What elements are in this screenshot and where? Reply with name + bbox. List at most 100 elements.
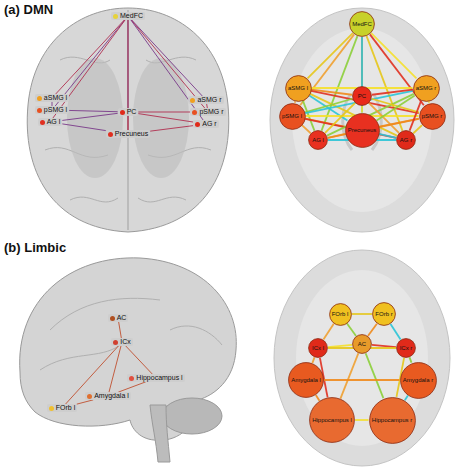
region-name: Amygdala l xyxy=(291,377,321,384)
region-name: AG l xyxy=(47,118,61,126)
brain-3d-sagittal xyxy=(20,258,237,462)
region-label: PC xyxy=(118,108,139,116)
region-circle: MedFC xyxy=(349,11,375,37)
circle-fill xyxy=(285,75,311,101)
connection-line xyxy=(355,419,369,421)
region-label: MedFC xyxy=(111,12,145,20)
connection-line xyxy=(366,353,384,398)
connection-line xyxy=(428,101,430,103)
connection-line xyxy=(372,99,419,113)
region-label: pSMG l xyxy=(35,106,69,114)
region-name: AG l xyxy=(312,137,324,144)
node-dot xyxy=(49,406,54,411)
connection-line xyxy=(62,113,117,120)
connection-line xyxy=(372,345,396,347)
region-name: pSMG l xyxy=(44,106,67,114)
circle-fill xyxy=(279,103,305,129)
circle-fill xyxy=(350,12,375,37)
node-dot xyxy=(40,120,45,125)
region-name: MedFC xyxy=(352,21,372,28)
region-name: AC xyxy=(358,341,366,348)
gyri xyxy=(40,298,222,370)
circle-fill xyxy=(419,103,445,129)
region-circle: AC xyxy=(352,334,372,354)
node-dot xyxy=(120,110,125,115)
brain-2d-axial xyxy=(274,250,450,466)
connection-line xyxy=(294,101,296,103)
region-label: AG l xyxy=(38,118,63,126)
brain-inner xyxy=(296,270,428,446)
connection-line xyxy=(323,324,333,340)
region-circle: Hippocampus r xyxy=(369,397,416,444)
region-name: AG r xyxy=(400,137,412,144)
connection-line xyxy=(132,20,203,96)
region-name: Amygdala l xyxy=(94,392,129,400)
region-name: MedFC xyxy=(120,12,143,20)
node-dot xyxy=(113,340,118,345)
region-name: aSMG r xyxy=(416,85,437,92)
connection-line xyxy=(119,322,122,338)
panel-label: (b) Limbic xyxy=(4,240,66,255)
panel-label: (a) DMN xyxy=(4,2,53,17)
node-dot xyxy=(37,96,42,101)
connection-line xyxy=(371,33,416,78)
connection-line xyxy=(372,90,413,95)
region-circle: aSMG r xyxy=(413,75,440,102)
region-name: pSMG l xyxy=(282,113,302,120)
connection-line xyxy=(308,33,353,78)
circle-fill xyxy=(373,303,396,326)
region-label: ICx xyxy=(111,338,133,346)
region-name: pSMG r xyxy=(199,108,223,116)
region-circle: ICx r xyxy=(396,338,416,358)
region-name: Precuneus xyxy=(115,130,148,138)
brain-outline xyxy=(27,8,229,232)
region-label: Amygdala l xyxy=(85,392,131,400)
connection-line xyxy=(377,95,415,120)
connection-line xyxy=(410,357,412,362)
brain-inner xyxy=(292,28,432,212)
connection-line xyxy=(405,396,408,401)
brain-outline xyxy=(274,250,450,466)
region-label: AG r xyxy=(193,120,218,128)
connection-line xyxy=(391,324,401,340)
connection-line xyxy=(316,395,320,401)
brain-outline xyxy=(270,8,454,232)
node-dot xyxy=(192,110,197,115)
circle-fill xyxy=(397,339,416,358)
circle-fill xyxy=(369,397,415,443)
region-name: Hippocampus r xyxy=(372,417,412,424)
region-name: Precuneus xyxy=(348,127,377,134)
hemisphere-shade xyxy=(67,58,123,178)
circle-fill xyxy=(289,363,324,398)
connection-line xyxy=(379,134,396,138)
connection-line xyxy=(328,345,352,347)
circle-fill xyxy=(413,75,439,101)
region-name: PC xyxy=(358,93,366,100)
region-circle: FOrb r xyxy=(372,302,396,326)
region-name: aSMG r xyxy=(197,96,221,104)
connection-line xyxy=(62,124,105,131)
connection-line xyxy=(361,106,363,113)
region-circle: AG r xyxy=(396,130,416,150)
circle-fill xyxy=(345,113,379,147)
connection-line xyxy=(138,114,193,122)
region-label: aSMG l xyxy=(35,94,69,102)
connection-line xyxy=(312,357,314,363)
connection-line xyxy=(347,323,356,336)
region-name: Hippocampus l xyxy=(136,374,182,382)
region-label: Precuneus xyxy=(106,130,150,138)
region-name: AC xyxy=(117,314,127,322)
cerebellum xyxy=(162,398,222,434)
region-name: FOrb l xyxy=(56,404,75,412)
region-name: Hippocampus l xyxy=(312,417,352,424)
region-circle: pSMG r xyxy=(419,103,446,130)
circle-fill xyxy=(397,131,416,150)
connection-line xyxy=(77,400,94,404)
region-label: aSMG r xyxy=(188,96,223,104)
region-circle: FOrb l xyxy=(329,303,352,326)
region-name: ICx r xyxy=(400,345,413,352)
circle-fill xyxy=(353,87,372,106)
region-name: Amygdala r xyxy=(403,377,433,384)
region-circle: AG l xyxy=(308,130,328,150)
connection-line xyxy=(131,20,203,120)
